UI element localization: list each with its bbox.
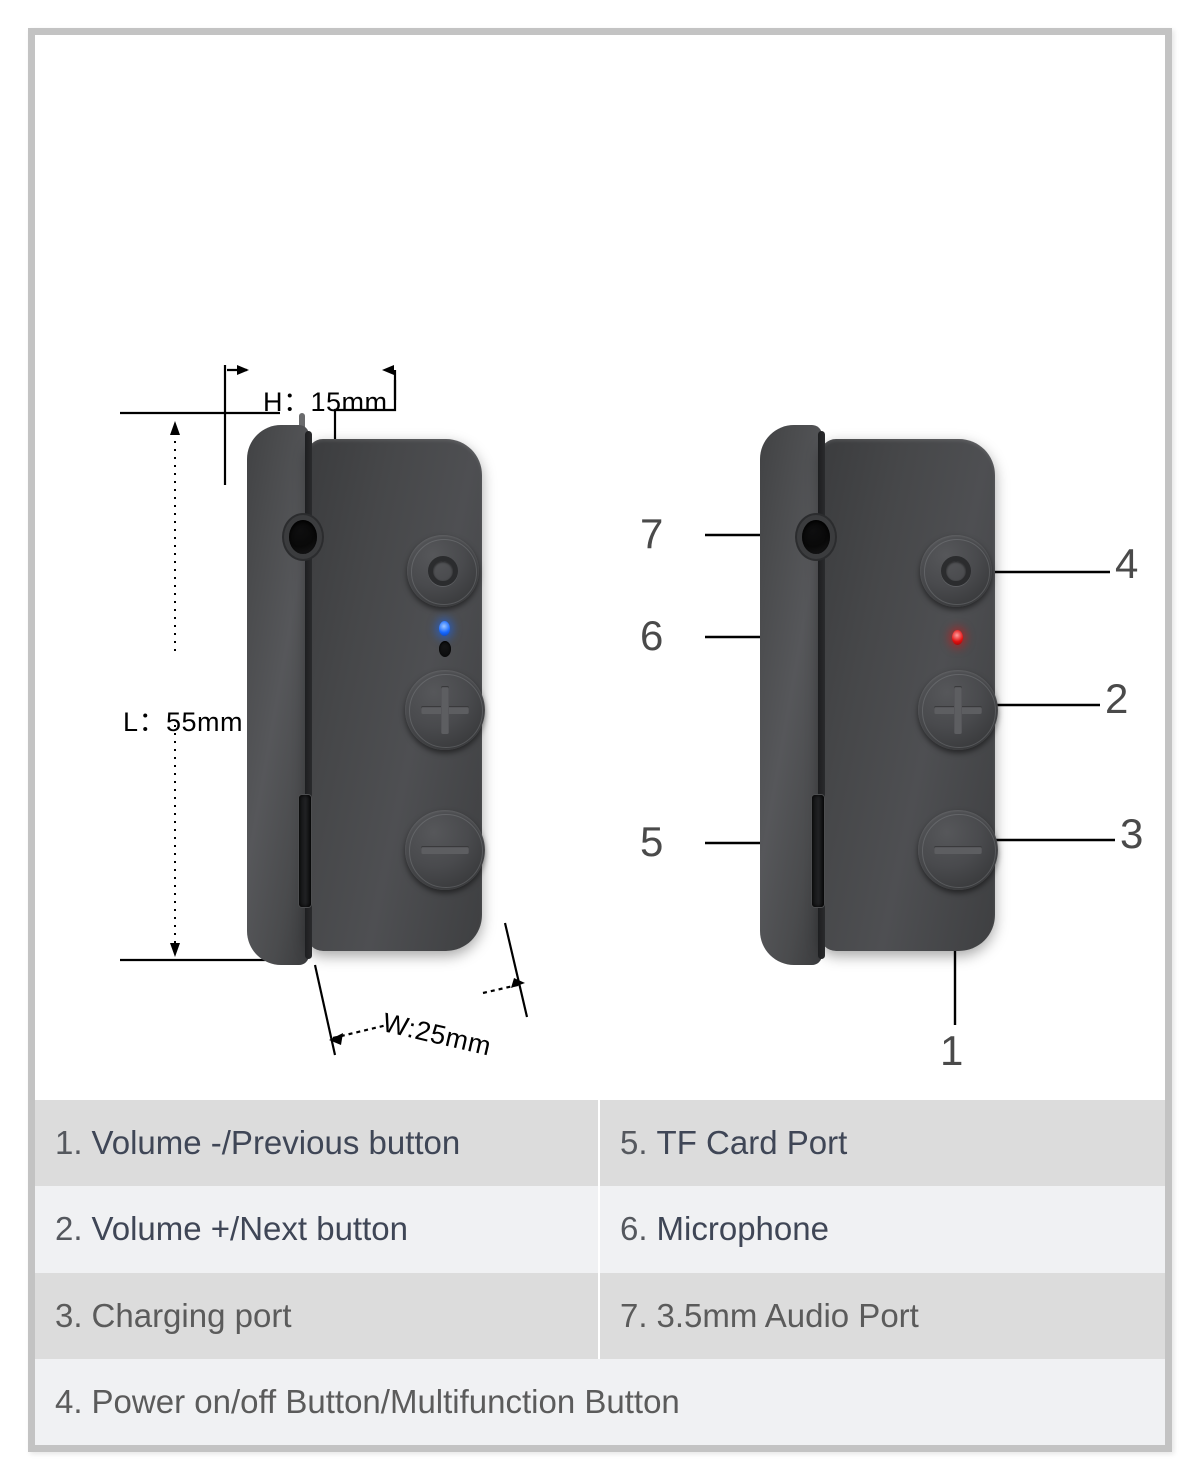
volume-minus-button[interactable] — [918, 810, 998, 890]
legend-item-5: 5. TF Card Port — [600, 1100, 1165, 1186]
legend-item-4: 4. Power on/off Button/Multifunction But… — [35, 1359, 1165, 1445]
legend-label: Charging port — [91, 1296, 292, 1334]
legend-label: TF Card Port — [656, 1124, 848, 1162]
legend-row-2: 2. Volume +/Next button 6. Microphone — [35, 1186, 1165, 1273]
h-arrowhead-right — [382, 365, 394, 375]
l-arrowhead-top — [170, 421, 180, 435]
h-arrowhead-left — [237, 365, 249, 375]
dimension-length-label: L：55mm — [123, 707, 244, 737]
audio-port-icon — [289, 520, 317, 554]
power-button[interactable] — [920, 535, 992, 607]
legend-number: 4. — [55, 1382, 83, 1420]
legend-item-3: 3. Charging port — [35, 1272, 600, 1359]
legend-number: 5. — [620, 1124, 648, 1162]
minus-icon — [421, 846, 469, 854]
device-right-side-panel — [760, 425, 822, 965]
legend-number: 6. — [620, 1210, 648, 1248]
volume-plus-button[interactable] — [405, 670, 485, 750]
legend-label: Volume -/Previous button — [91, 1124, 461, 1162]
legend-label: Volume +/Next button — [91, 1210, 408, 1248]
callout-5: 5 — [640, 818, 664, 865]
device-left-view — [247, 413, 497, 965]
power-button[interactable] — [407, 535, 479, 607]
callout-6: 6 — [640, 612, 664, 659]
callout-4: 4 — [1115, 540, 1139, 587]
content-frame: H：15mm L：55mm W:25mm — [28, 28, 1172, 1452]
audio-port-icon — [802, 520, 830, 554]
w-arrowhead-right — [511, 978, 525, 988]
legend-table: 1. Volume -/Previous button 5. TF Card P… — [35, 1100, 1165, 1445]
volume-plus-button[interactable] — [918, 670, 998, 750]
legend-item-2: 2. Volume +/Next button — [35, 1186, 600, 1273]
w-arrowhead-left — [329, 1033, 343, 1045]
dimension-height-label: H：15mm — [263, 387, 388, 417]
legend-number: 2. — [55, 1210, 83, 1248]
device-right-seam — [818, 431, 825, 959]
power-icon — [428, 556, 458, 586]
callout-2: 2 — [1105, 675, 1129, 722]
device-left-seam — [305, 431, 312, 959]
legend-label: Power on/off Button/Multifunction Button — [91, 1382, 680, 1420]
plus-icon — [421, 686, 469, 734]
legend-number: 7. — [620, 1296, 648, 1334]
microphone-icon — [439, 641, 451, 657]
minus-icon — [934, 846, 982, 854]
legend-item-1: 1. Volume -/Previous button — [35, 1100, 600, 1187]
plus-icon — [934, 686, 982, 734]
legend-label: Microphone — [656, 1210, 829, 1248]
l-arrowhead-bottom — [170, 943, 180, 957]
legend-number: 3. — [55, 1296, 83, 1334]
callout-1: 1 — [940, 1027, 964, 1074]
legend-row-4: 4. Power on/off Button/Multifunction But… — [35, 1358, 1165, 1445]
legend-item-7: 7. 3.5mm Audio Port — [600, 1273, 1165, 1359]
legend-row-1: 1. Volume -/Previous button 5. TF Card P… — [35, 1100, 1165, 1187]
legend-label: 3.5mm Audio Port — [656, 1296, 919, 1334]
device-left-side-panel — [247, 425, 309, 965]
legend-row-3: 3. Charging port 7. 3.5mm Audio Port — [35, 1272, 1165, 1359]
callout-3: 3 — [1120, 810, 1144, 857]
illustration-stage: H：15mm L：55mm W:25mm — [35, 35, 1165, 1100]
tf-card-port-icon — [812, 795, 824, 907]
volume-minus-button[interactable] — [405, 810, 485, 890]
legend-item-6: 6. Microphone — [600, 1186, 1165, 1272]
status-led-red — [952, 630, 963, 645]
status-led-blue — [439, 621, 450, 636]
legend-number: 1. — [55, 1124, 83, 1162]
power-icon — [941, 556, 971, 586]
device-right-view — [760, 425, 1010, 965]
tf-card-port-icon — [299, 795, 311, 907]
callout-7: 7 — [640, 510, 664, 557]
